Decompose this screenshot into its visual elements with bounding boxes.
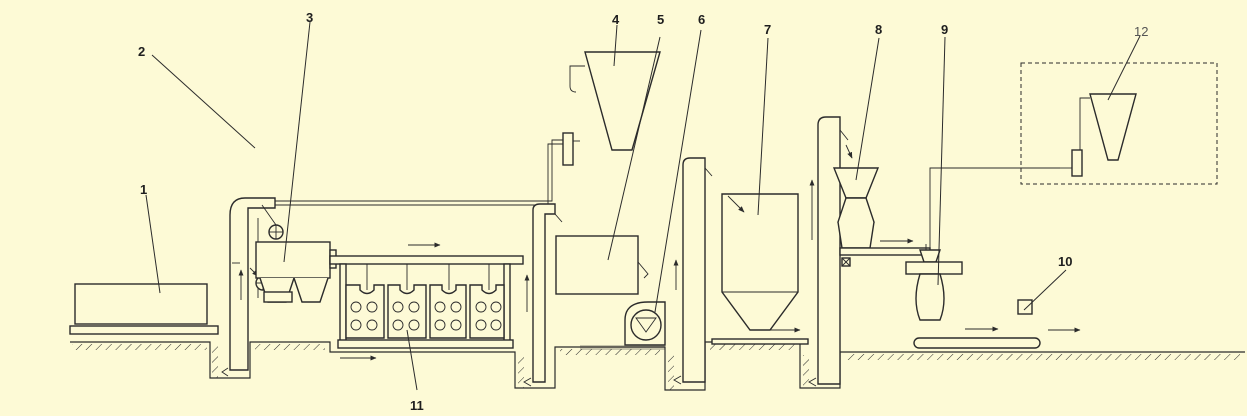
tank-4: [469, 264, 505, 339]
receiving-bin: [69, 283, 219, 335]
bucket-elevator-4: [808, 116, 849, 387]
bagging-machine: [905, 167, 1060, 321]
remote-cyclone-box: [1020, 62, 1218, 185]
dryer-box: [555, 235, 649, 295]
label-2: 2: [138, 44, 145, 59]
label-7: 7: [764, 22, 771, 37]
belt-conveyor: [913, 326, 1081, 349]
pneumatic-line: [275, 65, 585, 206]
label-10: 10: [1058, 254, 1072, 269]
washing-tanks: [337, 263, 530, 361]
label-8: 8: [875, 22, 882, 37]
bucket-elevator-3: [673, 157, 713, 385]
bucket-elevator-2: [523, 203, 563, 387]
item-labels: 1 2 3 4 5 6 7 8 9 10 11 12: [138, 10, 1148, 413]
label-4: 4: [612, 12, 620, 27]
label-1: 1: [140, 182, 147, 197]
tank-3: [429, 264, 467, 339]
label-11: 11: [410, 398, 424, 413]
storage-silo: [711, 193, 809, 345]
grinder-mill: [580, 301, 666, 350]
control-box: [1017, 299, 1033, 315]
sifter-hopper: [832, 144, 931, 267]
label-3: 3: [306, 10, 313, 25]
distribution-conveyor: [329, 242, 524, 265]
separator-machine: [255, 241, 337, 303]
bucket-elevator-main: [221, 197, 284, 377]
cyclone-upper: [584, 51, 661, 151]
tank-2: [387, 264, 427, 339]
ground-profile: [70, 341, 1245, 391]
tank-1: [345, 264, 385, 339]
label-9: 9: [941, 22, 948, 37]
label-5: 5: [657, 12, 664, 27]
leader-lines: [145, 21, 1141, 391]
label-6: 6: [698, 12, 705, 27]
label-12: 12: [1134, 24, 1148, 39]
